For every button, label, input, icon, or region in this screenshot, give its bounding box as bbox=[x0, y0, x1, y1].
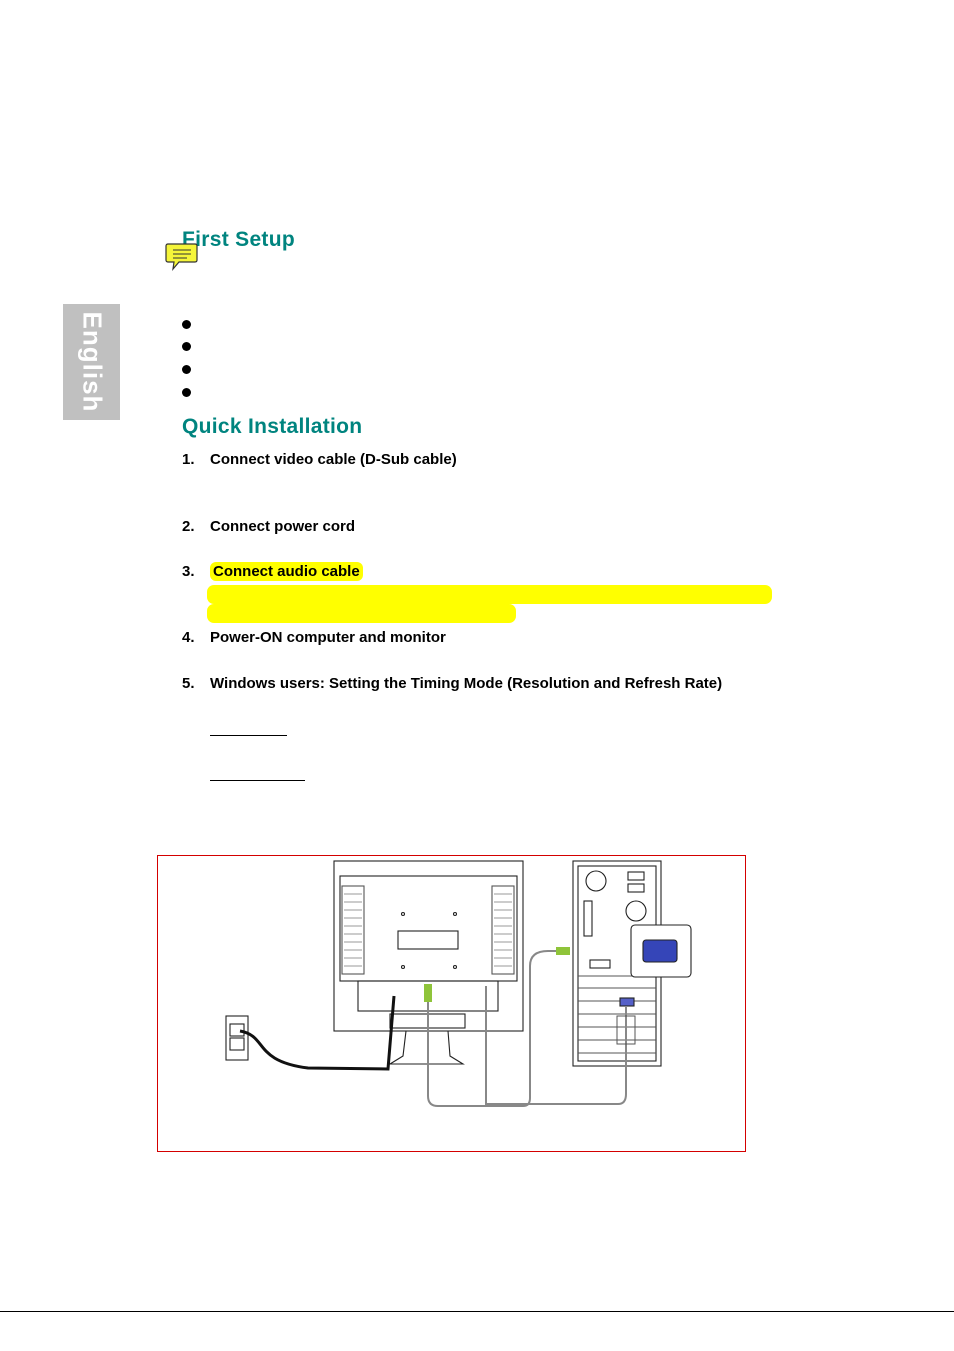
footer-rule bbox=[0, 1311, 954, 1312]
bullet-item bbox=[182, 388, 191, 397]
connection-diagram bbox=[157, 855, 746, 1152]
underline-rule bbox=[210, 735, 287, 736]
step-3: 3. Connect audio cable bbox=[182, 562, 363, 581]
highlight-bar bbox=[207, 585, 772, 604]
first-setup-heading: First Setup bbox=[182, 228, 295, 251]
bullet-item bbox=[182, 342, 191, 351]
language-side-tab: English bbox=[63, 304, 120, 420]
step-1: 1. Connect video cable (D-Sub cable) bbox=[182, 451, 457, 468]
step-number: 1. bbox=[182, 451, 195, 468]
step-number: 5. bbox=[182, 675, 195, 692]
step-5: 5. Windows users: Setting the Timing Mode… bbox=[182, 675, 722, 692]
step-number: 3. bbox=[182, 563, 195, 580]
bullet-item bbox=[182, 320, 191, 329]
quick-installation-heading: Quick Installation bbox=[182, 415, 363, 438]
step-label: Connect video cable (D-Sub cable) bbox=[210, 451, 457, 468]
step-number: 2. bbox=[182, 518, 195, 535]
step-label: Windows users: Setting the Timing Mode (… bbox=[210, 675, 723, 692]
language-tab-label: English bbox=[77, 311, 107, 413]
step-label-highlighted: Connect audio cable bbox=[210, 562, 363, 581]
bullet-item bbox=[182, 365, 191, 374]
step-2: 2. Connect power cord bbox=[182, 518, 355, 535]
connection-diagram-illustration bbox=[225, 860, 692, 1107]
note-speech-icon bbox=[165, 243, 198, 271]
step-label: Connect power cord bbox=[210, 518, 356, 535]
highlight-bar bbox=[207, 604, 516, 623]
step-label: Power-ON computer and monitor bbox=[210, 629, 446, 646]
step-number: 4. bbox=[182, 629, 195, 646]
underline-rule bbox=[210, 780, 305, 781]
step-4: 4. Power-ON computer and monitor bbox=[182, 629, 446, 646]
